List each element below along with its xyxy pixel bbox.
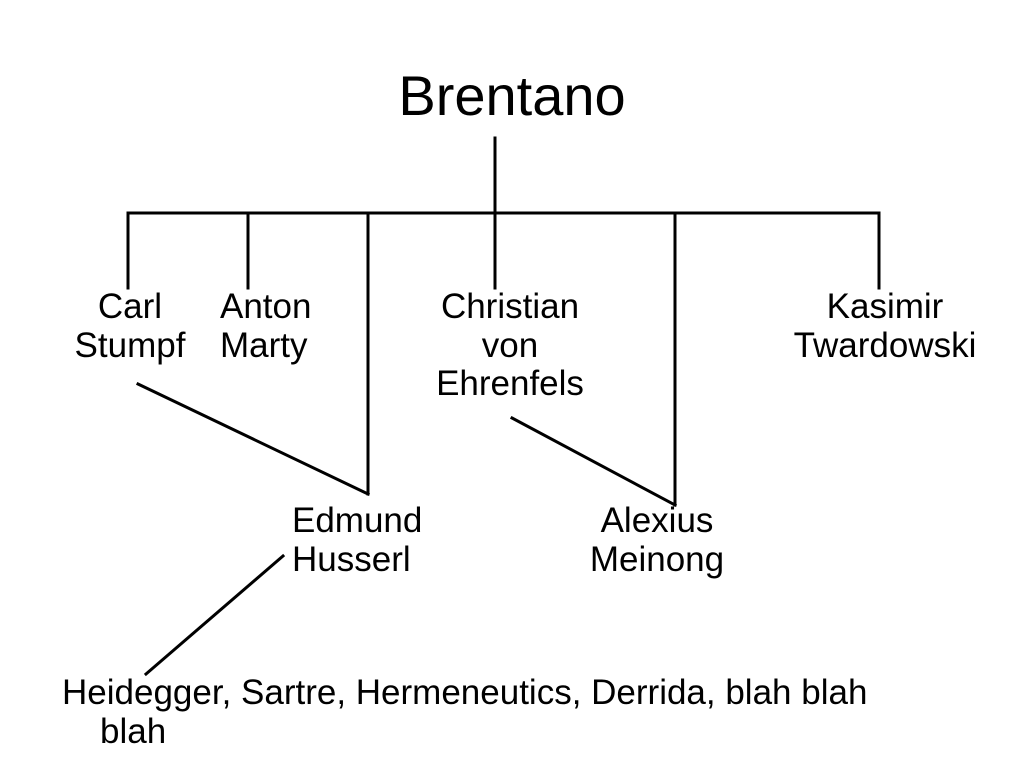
node-carl-stumpf: Carl Stumpf <box>55 287 205 365</box>
node-line: Marty <box>220 325 308 365</box>
node-line: Edmund <box>292 501 423 540</box>
node-line: Anton <box>220 287 312 326</box>
node-christian-von-ehrenfels: Christian von Ehrenfels <box>410 287 610 404</box>
node-line: Christian <box>440 287 580 326</box>
node-line: Kasimir <box>826 287 944 326</box>
legacy-line: Heidegger, Sartre, Hermeneutics, Derrida… <box>62 673 868 712</box>
node-line: Carl <box>97 287 163 326</box>
node-line: Alexius <box>600 501 714 540</box>
node-alexius-meinong: Alexius Meinong <box>572 501 742 579</box>
node-line: Ehrenfels <box>436 364 584 403</box>
node-anton-marty: Anton Marty <box>220 287 340 365</box>
legacy-line-continued: blah <box>100 711 167 751</box>
node-line: Husserl <box>292 539 411 579</box>
link-stumpf-husserl <box>135 381 371 497</box>
node-line: von <box>481 325 539 365</box>
node-edmund-husserl: Edmund Husserl <box>292 501 462 579</box>
legacy-text: Heidegger, Sartre, Hermeneutics, Derrida… <box>62 673 1002 751</box>
node-line: Meinong <box>589 539 725 579</box>
node-line: Stumpf <box>74 325 186 365</box>
link-ehrenfels-meinong <box>509 415 678 508</box>
link-husserl-legacy <box>143 553 286 677</box>
node-kasimir-twardowski: Kasimir Twardowski <box>770 287 1000 365</box>
root-node-brentano: Brentano <box>398 64 626 127</box>
node-line: Twardowski <box>793 325 977 365</box>
